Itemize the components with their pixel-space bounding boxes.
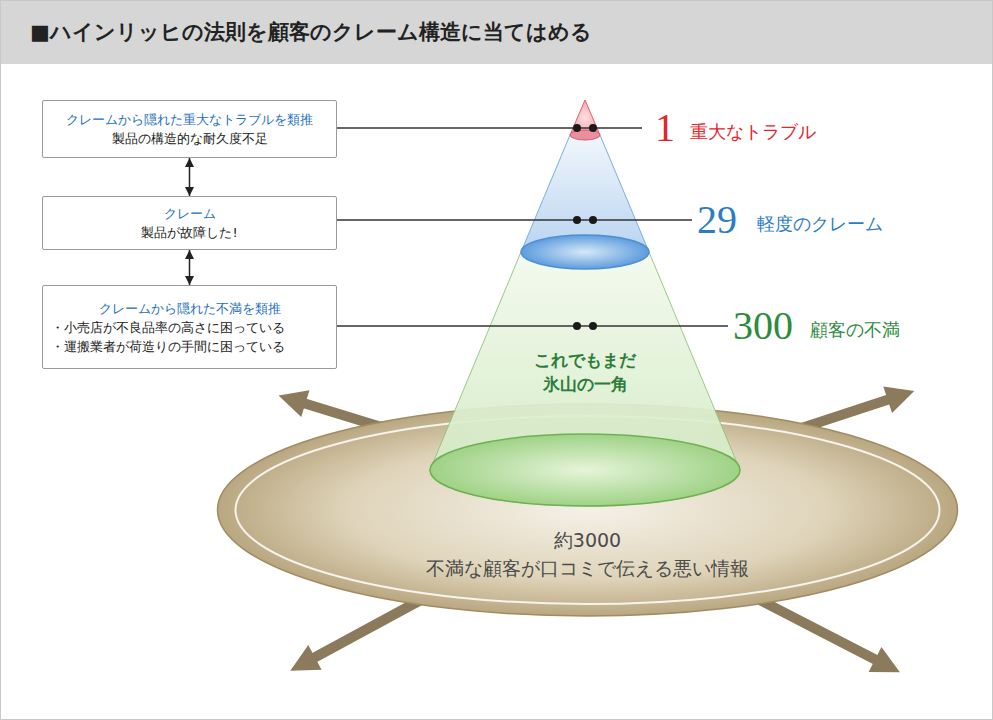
cone-body [430,252,740,506]
node-heading: 約3000 不満な顧客が口コミで伝える悪い情報 [423,526,753,582]
count-number: 1 [655,106,675,150]
spread-arrow [310,595,430,660]
leader-dot [589,124,597,132]
text-box: クレームから隠れた不満を類推・小売店が不良品率の高さに困っている・運搬業者が荷造… [42,285,337,369]
disk-text-wrap: 約3000 不満な顧客が口コミで伝える悪い情報 [215,526,960,582]
title-band [1,1,992,64]
leader-line [337,325,728,327]
count-number: 300 [733,304,793,348]
node-body: 製品が故障した! [51,223,328,242]
count-number: 29 [697,198,737,242]
node-body: ・小売店が不良品率の高さに困っている [51,318,328,337]
double-arrow-connector [189,158,191,196]
text-box: クレーム製品が故障した! [42,196,337,250]
cone-section: これでもまだ 氷山の一角 [425,236,745,516]
node-heading: クレームから隠れた重大なトラブルを類推 [51,110,328,129]
text-box: クレームから隠れた重大なトラブルを類推製品の構造的な耐久度不足 [42,100,337,158]
disk-outer [218,404,958,616]
tier-label: 顧客の不満 [810,319,900,341]
node-heading: これでもまだ 氷山の一角 [510,348,660,396]
cone-base [430,434,740,506]
node-body: 製品の構造的な耐久度不足 [51,129,328,148]
node-heading: クレーム [51,204,328,223]
tip-ellipse [570,130,600,140]
middle-ellipse [521,235,649,269]
node-body: ・運搬業者が荷造りの手間に困っている [51,337,328,356]
tier-label: 重大なトラブル [690,121,816,143]
double-arrow-connector [189,250,191,285]
leader-dot [573,124,581,132]
leader-line [337,219,692,221]
leader-dot [589,322,597,330]
cone-text-wrap: これでもまだ 氷山の一角 [425,348,745,396]
diagram-title: ■ハインリッヒの法則を顧客のクレーム構造に当てはめる [30,18,592,46]
node-heading: クレームから隠れた不満を類推 [51,299,328,318]
leader-dot [589,216,597,224]
leader-dot [573,322,581,330]
leader-dot [573,216,581,224]
tier-label: 軽度のクレーム [757,213,883,235]
disk-ring [236,416,940,604]
spread-arrow [750,595,880,662]
